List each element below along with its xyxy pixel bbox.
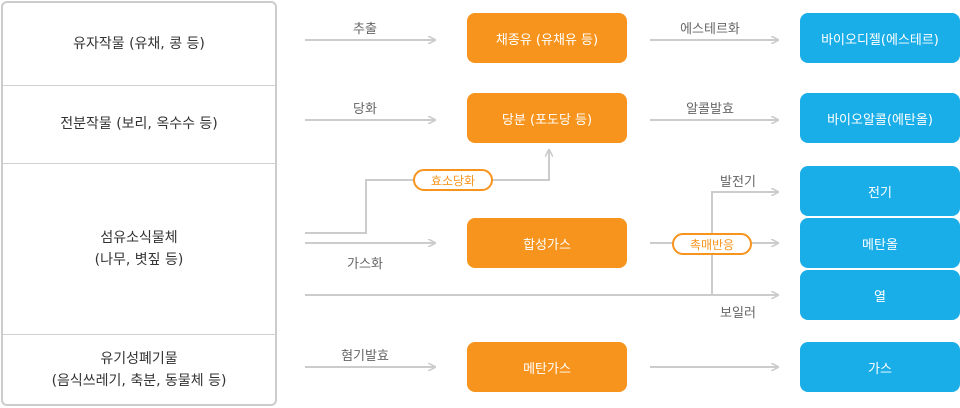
- arrow-enzymatic-saccharification: [305, 150, 549, 234]
- box-methane-gas: 메탄가스: [467, 342, 627, 392]
- feedstock-organic-waste: 유기성폐기물 (음식쓰레기, 축분, 동물체 등): [51, 351, 227, 389]
- feedstock-cellulosic-plants: 섬유소식물체 (나무, 볏짚 등): [3, 163, 275, 335]
- box-electricity: 전기: [800, 166, 960, 216]
- box-bioalcohol: 바이오알콜(에탄올): [800, 93, 960, 143]
- pill-enzymatic-saccharification: 효소당화: [413, 169, 493, 191]
- box-sugar: 당분 (포도당 등): [467, 93, 627, 143]
- label-alcohol-fermentation: 알콜발효: [686, 102, 734, 117]
- label-generator: 발전기: [720, 175, 756, 190]
- label-saccharification: 당화: [353, 102, 377, 117]
- box-gas: 가스: [800, 342, 960, 392]
- feedstock-oil-crops: 유자작물 (유채, 콩 등): [3, 3, 275, 86]
- box-heat: 열: [800, 270, 960, 320]
- box-methanol: 메탄올: [800, 218, 960, 268]
- pill-catalytic-reaction: 촉매반응: [672, 233, 752, 255]
- label-boiler: 보일러: [720, 306, 756, 321]
- box-biodiesel: 바이오디젤(에스테르): [800, 13, 960, 63]
- box-rapeseed-oil: 채종유 (유채유 등): [467, 13, 627, 63]
- label-gasification: 가스화: [347, 257, 383, 272]
- arrow-generator: [711, 192, 778, 243]
- box-syngas: 합성가스: [467, 218, 627, 268]
- feedstock-starch-crops: 전분작물 (보리, 옥수수 등): [3, 85, 275, 164]
- label-esterification: 에스테르화: [680, 22, 740, 37]
- label-extraction: 추출: [353, 22, 377, 37]
- label-anaerobic-digestion: 혐기발효: [341, 349, 389, 364]
- feedstock-panel: 유자작물 (유채, 콩 등) 전분작물 (보리, 옥수수 등) 섬유소식물체 (…: [1, 1, 277, 406]
